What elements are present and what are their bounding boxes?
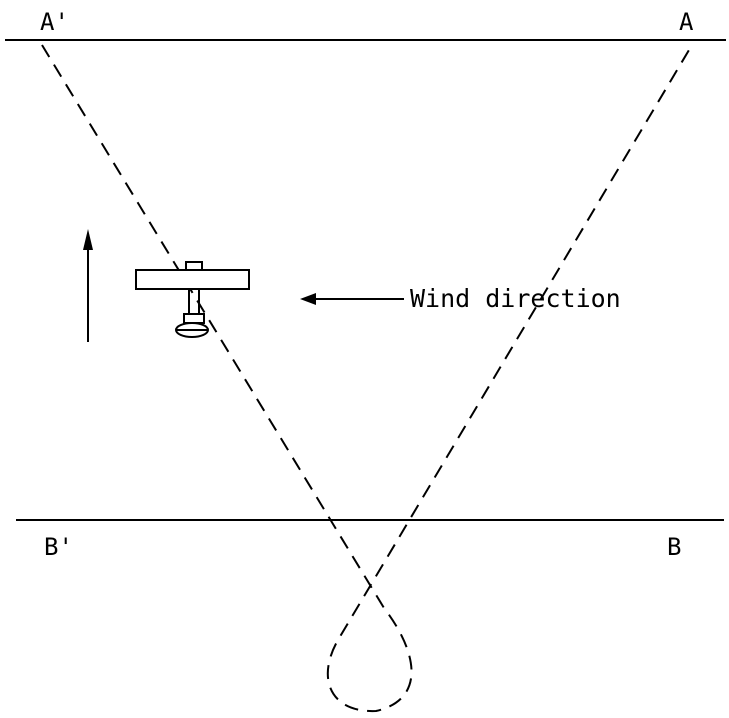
wind-direction-label: Wind direction xyxy=(410,284,621,313)
point-a-label: A xyxy=(679,8,694,36)
aircraft-icon xyxy=(135,261,250,338)
point-b-prime-label: B' xyxy=(44,533,73,561)
course-arrow-icon xyxy=(83,229,93,342)
wind-arrow-icon xyxy=(300,293,404,305)
point-a-prime-label: A' xyxy=(40,8,69,36)
point-b-label: B xyxy=(667,533,681,561)
flight-path xyxy=(41,44,693,713)
